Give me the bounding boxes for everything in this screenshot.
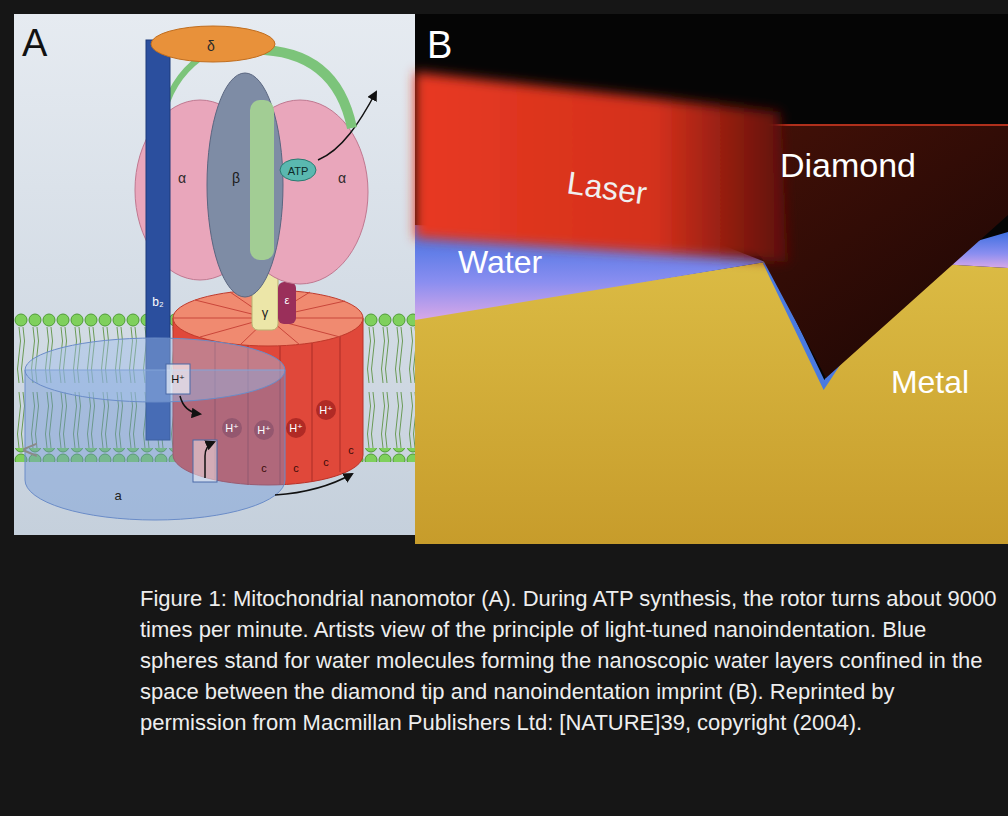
proton-site xyxy=(316,400,336,420)
part-label: a xyxy=(114,489,121,502)
part-label: H⁺ xyxy=(289,423,303,434)
part-label: c xyxy=(261,463,267,474)
proton-path xyxy=(205,442,214,478)
proton-site xyxy=(286,418,306,438)
part-label: δ xyxy=(207,39,215,53)
part-label: H⁺ xyxy=(319,405,333,416)
a-subunit-top xyxy=(25,338,285,402)
part-label: β xyxy=(232,171,240,185)
part-label: γ xyxy=(262,306,269,319)
panel-a-ground xyxy=(14,14,415,535)
epsilon-subunit xyxy=(278,282,296,324)
part-label: c xyxy=(293,463,299,474)
central-stalk xyxy=(250,100,274,260)
atp-site xyxy=(280,159,316,181)
part-label: Diamond xyxy=(780,148,916,182)
laser-beam xyxy=(415,72,788,262)
panel: B xyxy=(415,14,1008,544)
part-label: c xyxy=(348,445,354,456)
part-label: ε xyxy=(285,295,290,306)
panel-letter: B xyxy=(427,26,452,64)
panel: A xyxy=(14,14,415,535)
part-label: H⁺ xyxy=(257,425,271,436)
beta-subunit xyxy=(207,73,283,297)
part-label: b₂ xyxy=(152,296,163,308)
figure-caption: Figure 1: Mitochondrial nanomotor (A). D… xyxy=(140,583,1000,738)
part-label: Metal xyxy=(891,366,969,398)
proton-channel xyxy=(193,440,217,482)
panel-b-ground xyxy=(415,14,1008,544)
delta-subunit xyxy=(151,26,275,62)
part-label: α xyxy=(178,171,186,185)
part-label: < xyxy=(22,436,38,464)
panel-letter: A xyxy=(22,24,47,62)
rotation-arrow xyxy=(275,474,352,495)
peripheral-arm xyxy=(245,50,352,128)
part-label: Laser xyxy=(565,167,649,210)
part-label: Water xyxy=(458,246,542,278)
part-label: H⁺ xyxy=(171,374,185,385)
part-label: ATP xyxy=(288,166,309,177)
proton-path xyxy=(180,396,200,414)
proton-channel xyxy=(166,364,190,394)
part-label: α xyxy=(338,171,346,185)
part-label: H⁺ xyxy=(225,423,239,434)
part-label: c xyxy=(323,457,329,468)
